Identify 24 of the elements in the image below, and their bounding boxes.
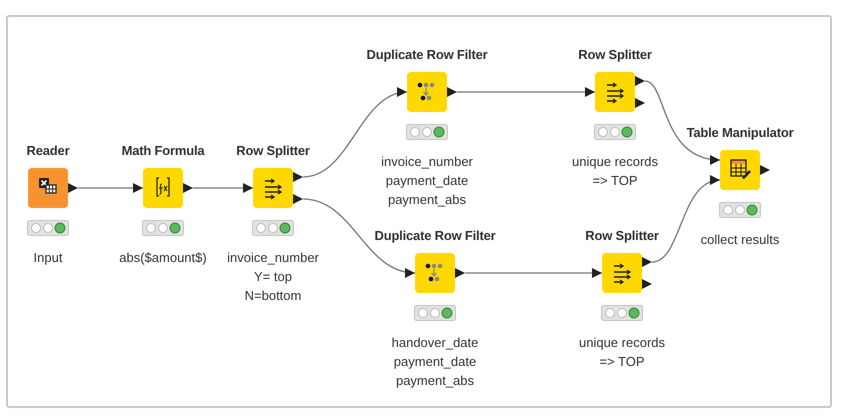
node-description: handover_date payment_date payment_abs	[390, 334, 480, 390]
node-description: unique records => TOP	[571, 153, 659, 190]
node-description: abs($amount$)	[118, 249, 208, 267]
node-description: unique records => TOP	[578, 334, 666, 371]
node-description: invoice_number Y= top N=bottom	[226, 249, 320, 305]
connection-arrow	[457, 87, 595, 97]
node-title: Math Formula	[122, 142, 204, 160]
connection-arrow	[652, 176, 720, 263]
node-title: Reader	[26, 142, 70, 160]
node-title: Table Manipulator	[686, 124, 794, 142]
node-title: Duplicate Row Filter	[366, 46, 488, 64]
connection-arrow	[302, 198, 416, 277]
node-description: collect results	[700, 231, 780, 249]
connection-arrow	[193, 183, 253, 193]
node-description: Input	[32, 249, 64, 267]
connection-arrow	[78, 183, 143, 193]
node-title: Row Splitter	[578, 46, 652, 64]
node-description: invoice_number payment_date payment_abs	[380, 153, 474, 209]
node-title: Row Splitter	[585, 227, 659, 245]
connection-arrow	[465, 268, 602, 278]
node-title: Row Splitter	[236, 142, 310, 160]
connection-arrow	[302, 88, 408, 178]
node-title: Duplicate Row Filter	[374, 227, 496, 245]
connection-arrow	[644, 80, 720, 164]
